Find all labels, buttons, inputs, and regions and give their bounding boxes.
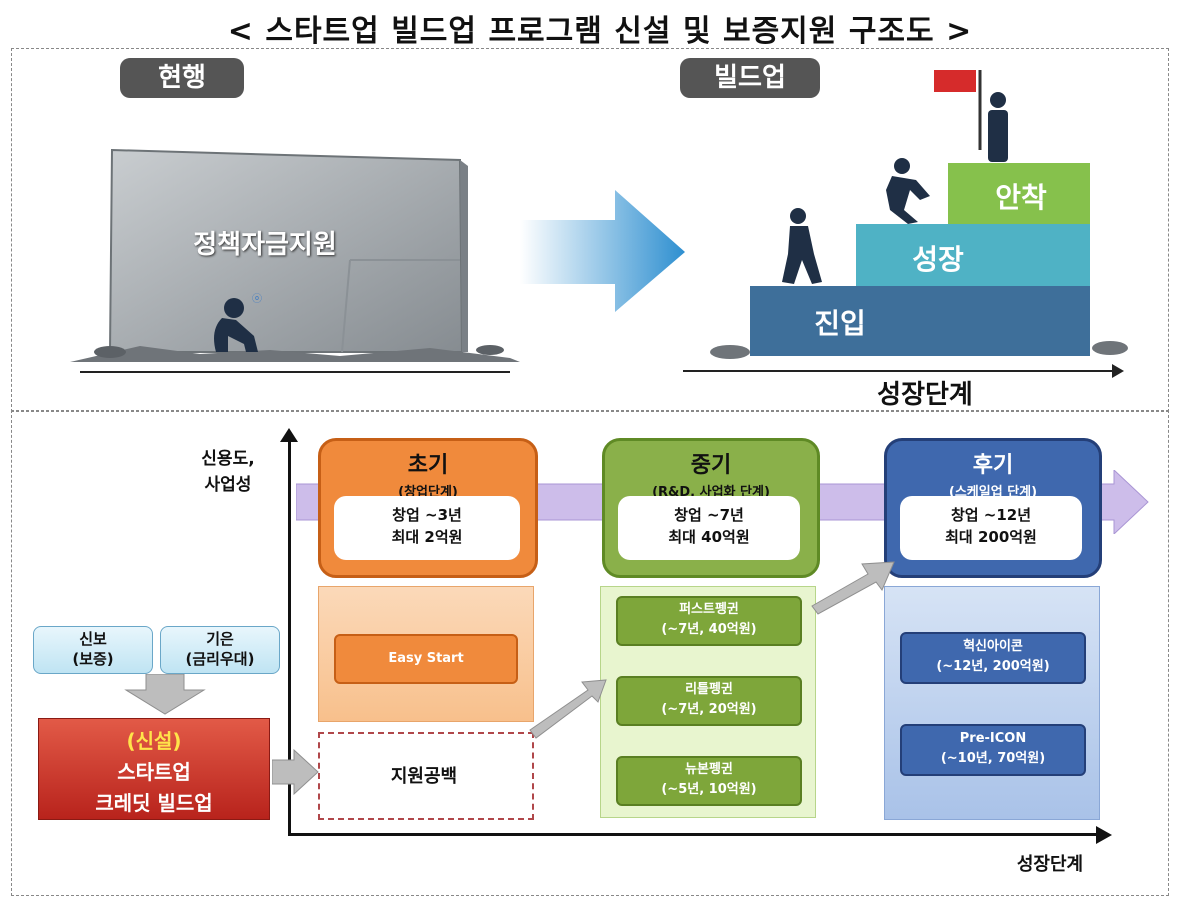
top-panel bbox=[11, 48, 1169, 412]
right-arrow-icon bbox=[272, 748, 319, 796]
y-axis-line bbox=[288, 440, 291, 836]
agency-ibk: 기은 (금리우대) bbox=[160, 626, 280, 674]
wall-baseline bbox=[80, 371, 510, 373]
mid-program-little-penguin-detail: (~7년, 20억원) bbox=[661, 702, 757, 717]
agency-kodit-name: 신보 bbox=[79, 630, 107, 648]
down-arrow-icon bbox=[124, 674, 206, 715]
standing-person-icon bbox=[988, 92, 1008, 162]
x-axis-arrowhead bbox=[1096, 826, 1112, 844]
late-program-innovation-icon-detail: (~12년, 200억원) bbox=[936, 659, 1050, 674]
late-program-pre-icon-detail: (~10년, 70억원) bbox=[940, 751, 1046, 766]
stage-late-line2: 최대 200억원 bbox=[945, 528, 1037, 546]
stage-late-title: 후기 bbox=[972, 453, 1014, 478]
new-program-line1: 스타트업 bbox=[117, 760, 191, 784]
current-label: 현행 bbox=[120, 58, 244, 98]
mid-program-little-penguin: 리틀펭귄 (~7년, 20억원) bbox=[616, 676, 802, 726]
agency-kodit-role: (보증) bbox=[72, 650, 114, 668]
agency-ibk-name: 기은 bbox=[206, 630, 234, 648]
wall-text: 정책자금지원 bbox=[193, 230, 337, 260]
y-axis-arrowhead bbox=[280, 428, 298, 442]
buildup-label: 빌드업 bbox=[680, 58, 820, 98]
walking-person-icon bbox=[782, 208, 822, 284]
stage-mid-title: 중기 bbox=[690, 453, 732, 478]
early-program-easy-start: Easy Start bbox=[334, 634, 518, 684]
mid-program-newborn-penguin-detail: (~5년, 10억원) bbox=[661, 782, 757, 797]
y-axis-label-2: 사업성 bbox=[204, 475, 252, 495]
stage-mid-line1: 창업 ~7년 bbox=[674, 506, 744, 524]
top-axis-label: 성장단계 bbox=[877, 380, 973, 410]
stage-late-info: 창업 ~12년 최대 200억원 bbox=[900, 496, 1082, 560]
late-program-pre-icon: Pre-ICON (~10년, 70억원) bbox=[900, 724, 1086, 776]
transition-arrow-icon bbox=[520, 190, 685, 312]
late-program-pre-icon-name: Pre-ICON bbox=[959, 731, 1027, 746]
crouching-person-icon bbox=[214, 298, 258, 352]
mid-program-first-penguin: 퍼스트펭귄 (~7년, 40억원) bbox=[616, 596, 802, 646]
top-growth-axis-arrowhead bbox=[1112, 364, 1124, 378]
new-program-box: (신설) 스타트업 크레딧 빌드업 bbox=[38, 718, 270, 820]
stage-mid-line2: 최대 40억원 bbox=[668, 528, 750, 546]
late-program-innovation-icon: 혁신아이콘 (~12년, 200억원) bbox=[900, 632, 1086, 684]
late-program-innovation-icon-name: 혁신아이콘 bbox=[963, 639, 1023, 654]
late-program-area bbox=[884, 586, 1100, 820]
step-entry: 진입 bbox=[814, 307, 866, 340]
svg-text:ⓞ: ⓞ bbox=[252, 293, 262, 305]
new-program-line2: 크레딧 빌드업 bbox=[95, 791, 213, 815]
step-settle: 안착 bbox=[995, 181, 1047, 214]
support-gap-box bbox=[318, 732, 534, 820]
new-program-tag: (신설) bbox=[126, 729, 182, 753]
stage-early-title: 초기 bbox=[407, 453, 449, 478]
mid-program-newborn-penguin-name: 뉴본펭귄 bbox=[685, 762, 733, 777]
y-axis-label-1: 신용도, bbox=[201, 449, 255, 469]
mid-program-newborn-penguin: 뉴본펭귄 (~5년, 10억원) bbox=[616, 756, 802, 806]
climbing-person-icon bbox=[886, 158, 930, 224]
step-growth: 성장 bbox=[912, 243, 964, 276]
stage-mid-info: 창업 ~7년 최대 40억원 bbox=[618, 496, 800, 560]
agency-kodit: 신보 (보증) bbox=[33, 626, 153, 674]
x-axis-label: 성장단계 bbox=[1016, 854, 1084, 875]
x-axis-line bbox=[288, 833, 1100, 836]
mid-program-first-penguin-detail: (~7년, 40억원) bbox=[661, 622, 757, 637]
stage-late-line1: 창업 ~12년 bbox=[950, 506, 1032, 524]
wall-illustration: ⓞ bbox=[70, 148, 520, 362]
stairs-illustration bbox=[710, 70, 1128, 359]
stage-early-line1: 창업 ~3년 bbox=[392, 506, 462, 524]
agency-ibk-role: (금리우대) bbox=[185, 650, 255, 668]
support-gap-label: 지원공백 bbox=[390, 766, 458, 787]
mid-program-little-penguin-name: 리틀펭귄 bbox=[685, 682, 733, 697]
stage-early-line2: 최대 2억원 bbox=[391, 528, 463, 546]
stage-early-info: 창업 ~3년 최대 2억원 bbox=[334, 496, 520, 560]
mid-to-late-arrow-icon bbox=[811, 561, 895, 615]
top-growth-axis-line bbox=[683, 370, 1119, 372]
mid-program-first-penguin-name: 퍼스트펭귄 bbox=[679, 602, 739, 617]
page-title: < 스타트업 빌드업 프로그램 신설 및 보증지원 구조도 > bbox=[227, 14, 973, 49]
bottom-panel bbox=[11, 410, 1169, 896]
gap-to-mid-arrow-icon bbox=[529, 679, 607, 739]
